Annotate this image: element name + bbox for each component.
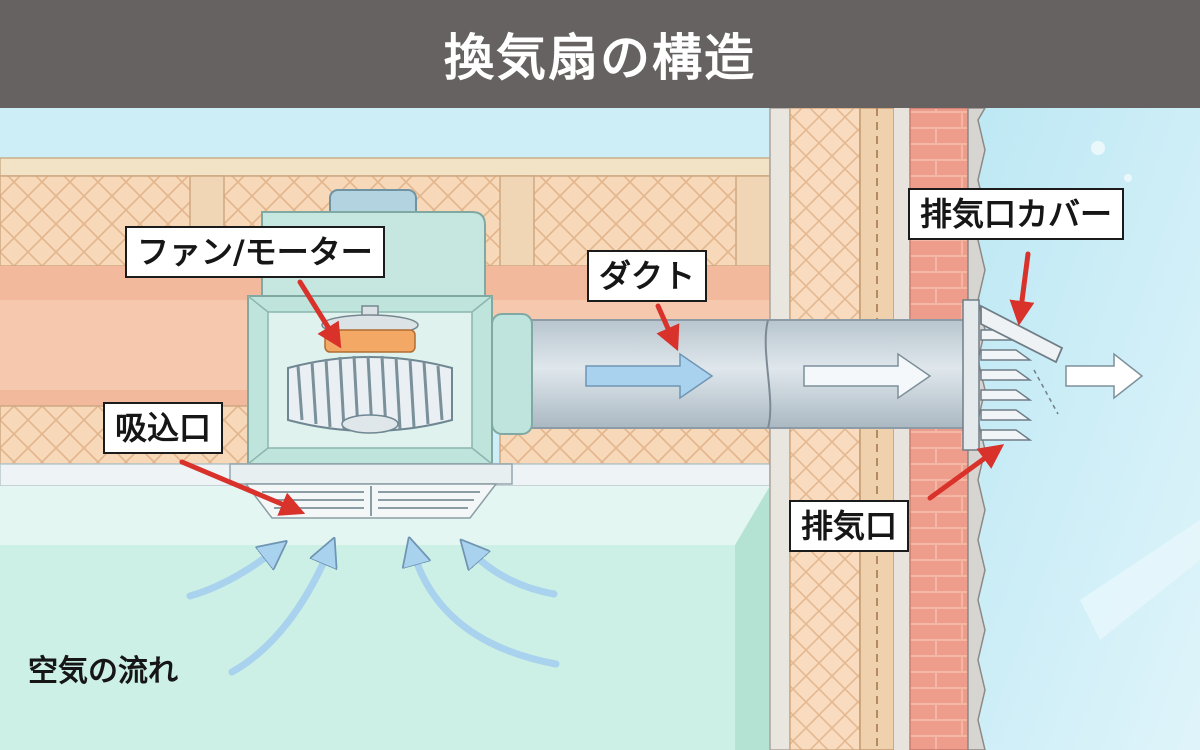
pointer-intake xyxy=(179,459,306,516)
ceiling-beam xyxy=(0,157,771,177)
flap-motion-dash xyxy=(1033,369,1059,415)
title-bar: 換気扇の構造 xyxy=(0,0,1200,108)
exhaust-cover-flap xyxy=(980,304,1064,364)
exhaust-label: 排気口 xyxy=(789,500,910,552)
duct-collar xyxy=(491,313,533,435)
page-title: 換気扇の構造 xyxy=(444,29,756,87)
motor-body xyxy=(324,329,416,353)
duct-label: ダクト xyxy=(587,250,708,302)
duct-joint xyxy=(764,319,772,429)
pointer-duct xyxy=(655,303,680,352)
pointer-exhaust-cover xyxy=(1009,251,1035,326)
fan-hub xyxy=(341,414,399,434)
airflow-label: 空気の流れ xyxy=(28,654,178,689)
airflow-curve xyxy=(412,548,560,668)
airflow-arrows-room xyxy=(186,548,560,676)
exhaust-flange xyxy=(962,299,980,451)
airflow-arrow xyxy=(803,352,932,400)
bubble xyxy=(1091,141,1105,155)
intake-label: 吸込口 xyxy=(103,402,224,454)
housing-bracket xyxy=(247,295,493,465)
pointer-fan-motor xyxy=(297,279,342,349)
room-side-wall xyxy=(735,486,770,750)
joist xyxy=(499,175,535,267)
bubble xyxy=(1124,174,1132,182)
airflow-curve xyxy=(186,548,278,600)
fan-motor-label: ファン/モーター xyxy=(125,226,385,278)
outdoor-shine xyxy=(1080,520,1200,640)
airflow-curve xyxy=(228,548,330,676)
pointer-exhaust xyxy=(927,444,1005,501)
exhaust-cover-label: 排気口カバー xyxy=(908,188,1125,240)
airflow-arrow xyxy=(1065,352,1144,400)
airflow-arrows-duct xyxy=(585,352,1144,400)
intake-grille-frame xyxy=(229,463,513,485)
airflow-arrow xyxy=(585,352,714,400)
room-back-wall xyxy=(0,545,735,750)
pointer-arrows xyxy=(179,251,1035,516)
joist xyxy=(735,175,771,267)
airflow-curve xyxy=(468,548,558,598)
